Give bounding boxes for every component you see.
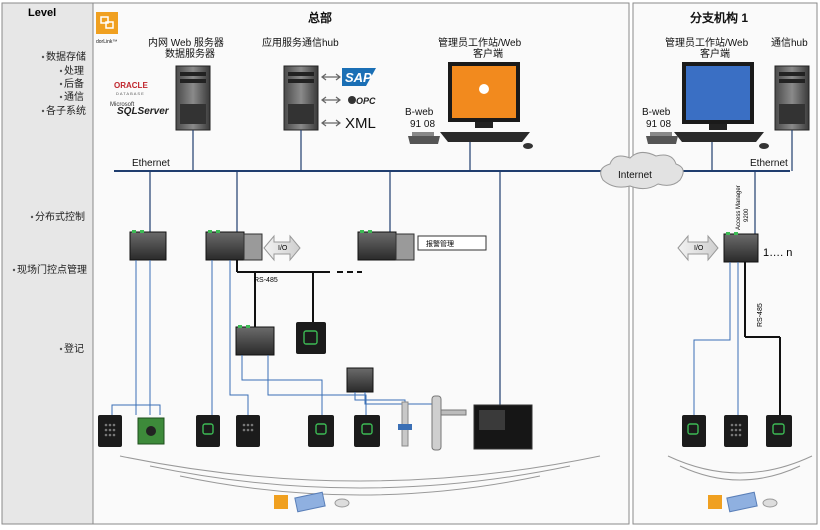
level-title: Level [28,7,56,19]
io-module [243,233,415,261]
interface-board-icon [137,417,165,445]
branch-workstation-icon [674,62,769,149]
reader-led [202,330,785,435]
bweb-label: B-web [405,107,434,118]
access-manager-model: 9200 [744,208,750,222]
data-server-label: 数据服务器 [165,47,215,60]
branch-ethernet-label: Ethernet [750,158,788,169]
ethernet-label: Ethernet [132,158,170,169]
svg-text:SQLServer: SQLServer [117,106,170,117]
level-bullets [12,55,63,351]
admin-ws-label-2: 客户端 [473,47,503,60]
access-manager-label: Access Manager [736,185,742,230]
data-server-icon [175,65,211,131]
svg-text:报警管理: 报警管理 [426,239,454,248]
branch-rs485-label: RS-485 [757,303,764,327]
rs485-bus [236,260,781,415]
protocol-arrows [321,73,341,127]
level-column [1,2,94,525]
app-hub-label: 应用服务通信hub [262,36,339,49]
alarm-management-box: 报警管理 [417,235,487,251]
level-item: 通信 [64,91,84,103]
svg-text:Internet: Internet [618,170,652,181]
svg-text:SAP: SAP [345,70,372,85]
xml-label: XML [345,115,376,132]
branch-bweb-label: B-web [642,107,671,118]
branch-admin-ws-label-2: 客户端 [700,47,730,60]
terminal-display-icon [473,404,533,450]
svg-text:ORACLE: ORACLE [114,81,148,90]
ethernet-drops [149,130,793,405]
svg-text:OPC: OPC [356,96,376,106]
opc-logo: OPC [348,96,376,106]
brand-logo: dorLink™ [96,12,118,45]
internet-cloud: Internet [600,152,684,190]
level-item: 各子系统 [46,104,86,117]
branch-title: 分支机构 1 [690,10,748,25]
branch-bweb-device-icon [646,132,678,144]
level-item: 登记 [64,342,84,355]
level-item: 处理 [64,65,84,77]
io-arrow [263,234,719,262]
level-item: 现场门控点管理 [17,263,87,276]
controller-terminal-green [132,230,738,328]
admin-workstation-icon [440,62,533,149]
branch-comm-hub-label: 通信hub [771,37,808,49]
branch-bweb-label-2: 91 08 [646,119,671,130]
bweb-device-icon [408,132,440,144]
svg-text:dorLink™: dorLink™ [96,39,117,45]
io-label: I/O [278,245,288,252]
credential-icons [274,491,778,513]
level-item: 数据存储 [46,50,86,63]
level-item: 后备 [64,77,84,90]
intranet-server-label: 内网 Web 服务器 [148,36,224,49]
branch-admin-ws-label: 管理员工作站/Web [665,36,749,49]
cylinder-lock-icon [398,401,412,447]
svg-text:DATABASE: DATABASE [116,91,145,96]
reader-wiring [111,260,739,415]
sap-logo: SAP [342,68,376,86]
app-hub-server-icon [283,65,319,131]
wireless-arcs [119,455,813,496]
sqlserver-logo: Microsoft SQLServer [110,102,170,117]
admin-ws-label: 管理员工作站/Web [438,36,522,49]
oracle-logo: ORACLE DATABASE [114,81,148,96]
hq-title: 总部 [308,10,332,25]
branch-io-label: I/O [694,245,704,252]
door-controller [129,231,759,393]
level-item: 分布式控制 [35,210,85,223]
branch-comm-hub-server-icon [774,65,810,131]
branch-count-label: 1…. n [763,247,792,259]
rs485-label: RS-485 [254,277,278,284]
bweb-label-2: 91 08 [410,119,435,130]
keypad-icon [104,423,742,437]
svg-text:Microsoft: Microsoft [110,102,135,108]
door-handle-icon [431,395,467,451]
